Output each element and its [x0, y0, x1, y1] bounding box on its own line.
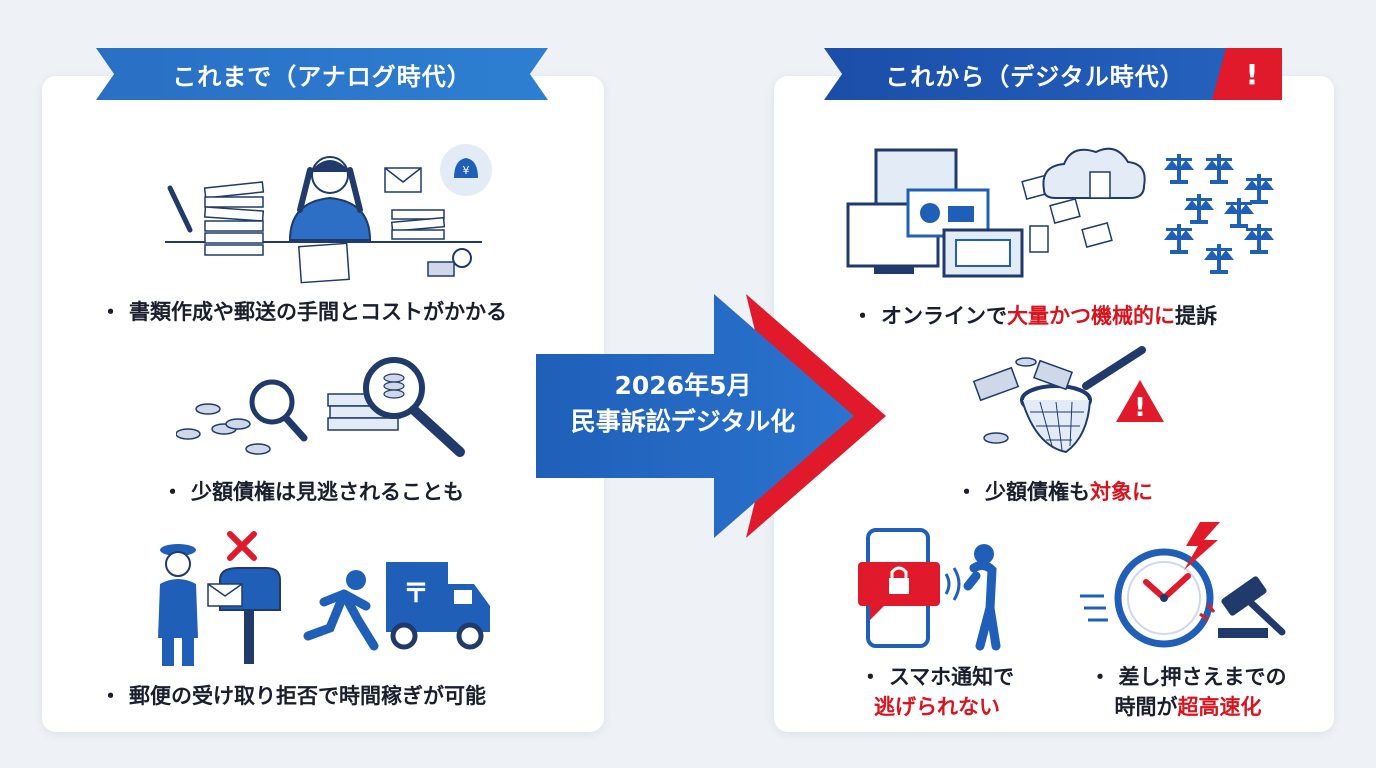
digital-banner-title: これから（デジタル時代）	[885, 62, 1185, 91]
net-catching-money-icon: !	[966, 342, 1176, 462]
svg-text:!: !	[1134, 393, 1146, 423]
transition-title: 民事訴訟デジタル化	[570, 407, 796, 436]
magnifier-coins-icon	[176, 354, 476, 464]
transition-arrow	[536, 294, 886, 538]
postman-refused-mailbox-icon: 〒	[148, 528, 498, 668]
digital-banner: これから（デジタル時代）	[824, 48, 1240, 100]
analog-banner: これまで（アナログ時代）	[96, 48, 548, 100]
digital-item-1: ・ オンラインで大量かつ機械的に提訴	[852, 304, 1217, 328]
stressed-person-paperwork-icon: ¥	[160, 140, 540, 290]
analog-item-2: ・ 少額債権は見逃されることも	[162, 480, 464, 504]
digital-item-3: ・スマホ通知で 逃げられない	[859, 665, 1015, 719]
clock-gavel-icon	[1080, 522, 1300, 652]
svg-text:¥: ¥	[463, 164, 470, 177]
analog-item-1: ・ 書類作成や郵送の手間とコストがかかる	[100, 300, 507, 324]
phone-lock-notification-icon	[858, 528, 1008, 652]
svg-text:〒: 〒	[403, 579, 429, 609]
transition-date: 2026年5月	[614, 371, 752, 400]
analog-banner-title: これまで（アナログ時代）	[172, 62, 472, 91]
digital-item-2: ・ 少額債権も対象に	[956, 480, 1153, 504]
analog-item-3: ・ 郵便の受け取り拒否で時間稼ぎが可能	[100, 684, 486, 708]
digital-item-4: ・差し押さえまでの 時間が超高速化	[1089, 665, 1287, 719]
computers-cloud-scales-icon	[844, 140, 1284, 290]
transition-label: 2026年5月 民事訴訟デジタル化	[548, 368, 818, 440]
